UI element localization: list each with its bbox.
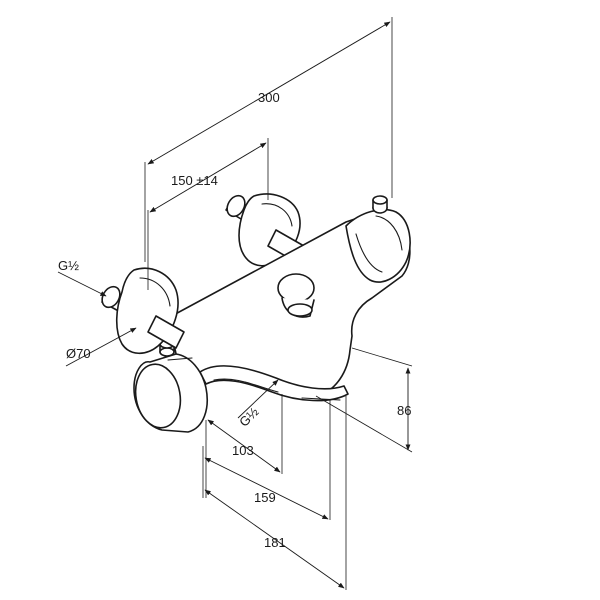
dim-inlet-thread: G½: [57, 258, 107, 297]
dim-overall-length: 300: [144, 17, 393, 262]
dim-depths: 103 159 181: [202, 394, 347, 590]
thermostat-handle: [345, 195, 411, 283]
dim-depth-total-label: 181: [264, 535, 286, 550]
dim-height: 86: [315, 347, 413, 453]
dim-inlet-spacing: 150 ±14: [147, 138, 269, 290]
dim-depth-outlet-label: 103: [232, 443, 254, 458]
dim-escutcheon-diameter: Ø70: [65, 327, 137, 367]
left-inlet-connector: [101, 267, 185, 355]
dim-depth-body-label: 159: [254, 490, 276, 505]
dim-height-label: 86: [397, 403, 411, 418]
dim-overall-length-label: 300: [258, 90, 280, 105]
left-end-cap: [133, 339, 208, 433]
dim-escutcheon-diameter-label: Ø70: [66, 346, 91, 361]
dim-outlet-thread-label: G½: [236, 404, 262, 430]
diverter-knob: [277, 273, 315, 318]
dim-inlet-spacing-label: 150 ±14: [171, 173, 218, 188]
dim-inlet-thread-label: G½: [58, 258, 79, 273]
